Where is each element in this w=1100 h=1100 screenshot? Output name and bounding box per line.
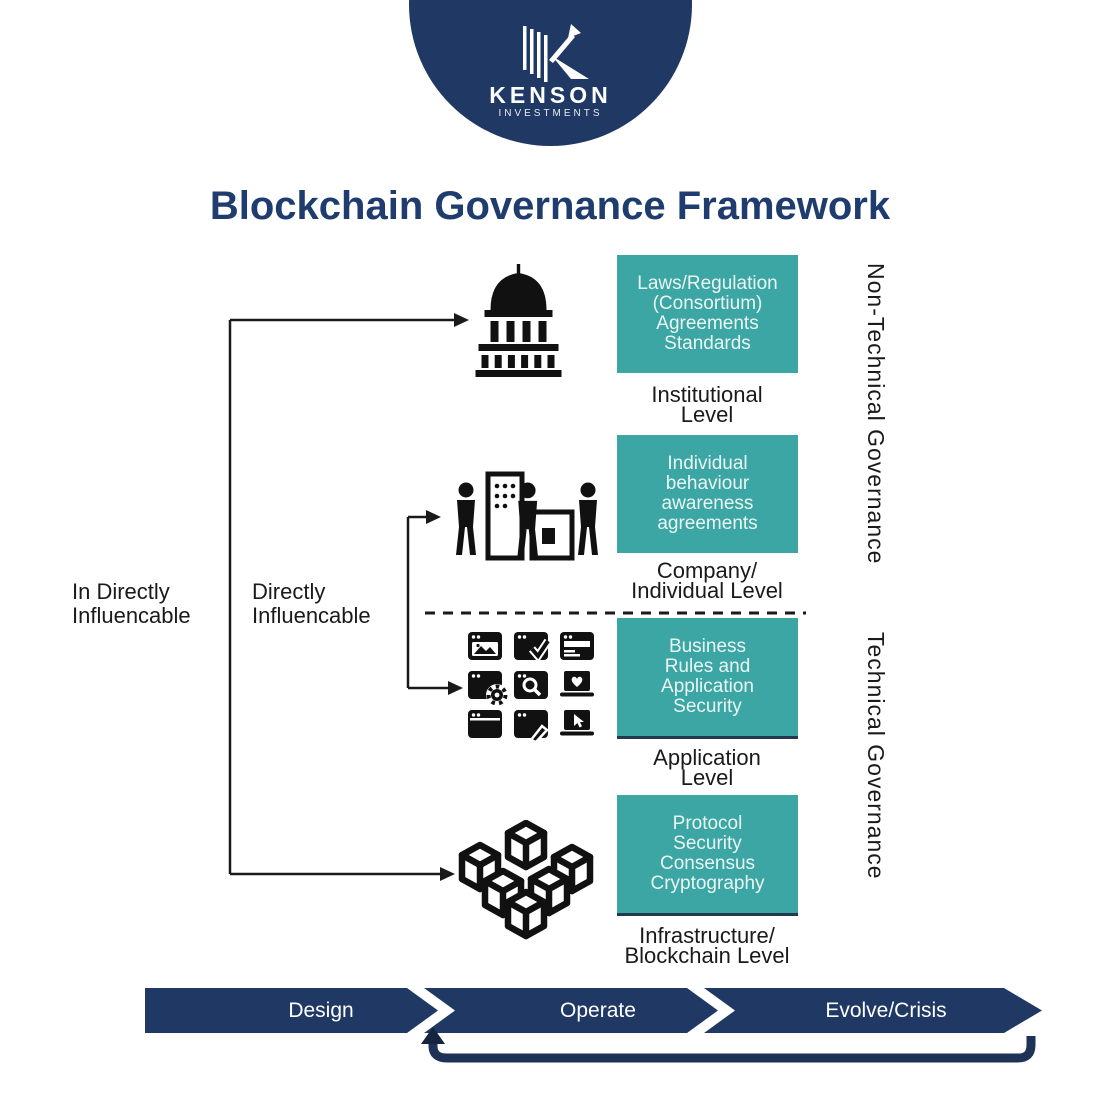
page-title: Blockchain Governance Framework <box>209 184 891 228</box>
institutional-box: Laws/Regulation (Consortium) Agreements … <box>617 255 798 373</box>
technical-governance-label: Technical Governance <box>863 632 889 880</box>
company-individuals-icon <box>456 471 598 561</box>
direct-bracket-arrows <box>406 510 463 695</box>
application-level-label: Application Level <box>653 745 761 790</box>
non-technical-governance-label: Non-Technical Governance <box>863 263 889 565</box>
lifecycle-banner-shape <box>145 988 1042 1033</box>
logo-name: KENSON <box>489 82 612 108</box>
indirectly-influencable-label: In Directly Influencable <box>72 579 191 628</box>
feedback-loop-arrow <box>421 1027 1036 1063</box>
logo-subtitle: INVESTMENTS <box>498 108 603 119</box>
capitol-icon <box>475 264 562 377</box>
settings-window-icon <box>468 671 508 706</box>
indirect-bracket-arrows <box>228 313 469 881</box>
plain-window-icon <box>468 710 502 738</box>
company-individual-box: Individual behaviour awareness agreement… <box>617 435 798 553</box>
infrastructure-box: Protocol Security Consensus Cryptography <box>617 795 798 916</box>
infrastructure-level-label: Infrastructure/ Blockchain Level <box>624 923 790 968</box>
applications-grid-icon <box>468 632 594 742</box>
application-box: Business Rules and Application Security <box>617 618 798 739</box>
article-window-icon <box>560 632 594 660</box>
cursor-laptop-icon <box>560 710 594 736</box>
banner-segment-operate: Operate <box>560 999 636 1022</box>
search-window-icon <box>514 671 548 699</box>
blockchain-cubes-icon <box>448 820 604 940</box>
directly-influencable-label: Directly Influencable <box>252 579 371 628</box>
institutional-level-label: Institutional Level <box>651 382 763 427</box>
heart-laptop-icon <box>560 671 594 697</box>
banner-segment-evolve-crisis: Evolve/Crisis <box>825 999 947 1022</box>
kenson-logo-icon <box>523 24 589 82</box>
image-window-icon <box>468 632 502 660</box>
banner-segment-design: Design <box>288 999 354 1022</box>
company-individual-level-label: Company/ Individual Level <box>631 558 783 603</box>
edit-window-icon <box>514 710 549 742</box>
check-window-icon <box>514 632 552 663</box>
